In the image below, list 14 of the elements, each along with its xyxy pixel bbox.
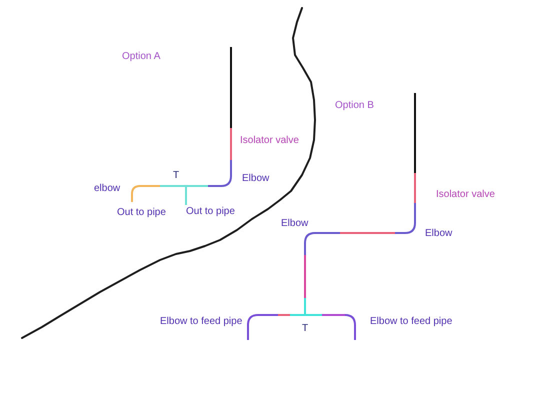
part-label: T <box>302 323 308 335</box>
part-label: Elbow to feed pipe <box>160 316 242 328</box>
option-heading: Option B <box>335 100 374 112</box>
part-label: T <box>173 170 180 182</box>
part-label: Out to pipe <box>186 206 235 218</box>
part-label: Out to pipe <box>117 207 166 219</box>
part-label: elbow <box>94 183 120 195</box>
part-label: Elbow <box>242 173 270 185</box>
part-label: Elbow to feed pipe <box>370 316 452 328</box>
part-label: Elbow <box>281 218 308 230</box>
option-heading: Option A <box>122 51 160 63</box>
part-label: Elbow <box>425 228 452 240</box>
part-label: Isolator valve <box>436 189 495 201</box>
part-label: Isolator valve <box>240 135 299 147</box>
